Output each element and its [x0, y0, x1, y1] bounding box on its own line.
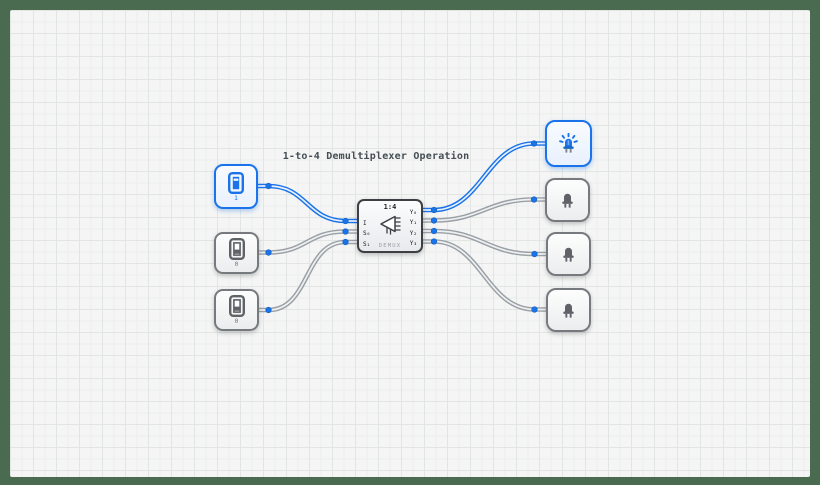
wire-output-y0-to-led1[interactable] — [419, 141, 549, 213]
led-off-icon — [562, 247, 574, 262]
port-led2-in[interactable] — [530, 196, 538, 203]
switch-value-label: 0 — [234, 259, 239, 268]
port-demux-out-y0[interactable] — [430, 206, 438, 214]
port-led4-in[interactable] — [531, 306, 538, 313]
toggle-switch-on-icon — [228, 171, 244, 194]
switch-value-label: 0 — [234, 317, 239, 325]
input-switch-1[interactable]: 1 — [214, 164, 258, 209]
led-off-icon — [562, 193, 573, 208]
port-switch3-out[interactable] — [265, 306, 272, 314]
port-led1-in[interactable] — [530, 140, 538, 147]
pin-label-s0: S₀ — [363, 230, 371, 237]
port-led3-in[interactable] — [531, 250, 538, 258]
port-demux-out-y3[interactable] — [430, 238, 438, 245]
port-demux-in-s0[interactable] — [342, 228, 349, 235]
pin-label-s1: S₁ — [363, 240, 371, 248]
input-switch-3[interactable]: 0 — [214, 289, 259, 331]
output-led-1[interactable] — [545, 120, 592, 167]
output-led-4[interactable] — [545, 287, 591, 332]
output-led-3[interactable] — [545, 232, 591, 276]
pin-label-y2: Y₂ — [409, 229, 417, 237]
switch-value-label: 1 — [234, 193, 238, 202]
demux-block[interactable]: 1:4 I S₀ S₁ Y₀ Y₁ Y₂ Y₃ DEMUX — [357, 199, 423, 253]
toggle-switch-off-icon — [228, 295, 245, 317]
pin-label-i: I — [363, 219, 367, 227]
input-switch-2[interactable]: 0 — [214, 231, 259, 274]
pin-label-y1: Y₁ — [409, 219, 417, 226]
port-switch1-out[interactable] — [265, 182, 272, 190]
led-off-icon — [562, 303, 574, 318]
wire-switch1-to-input-i[interactable] — [254, 183, 361, 224]
wire-output-y3-to-led4[interactable] — [419, 239, 550, 312]
port-demux-out-y1[interactable] — [430, 217, 438, 224]
port-switch2-out[interactable] — [265, 249, 272, 256]
demux-name-label: DEMUX — [378, 242, 402, 249]
wire-output-y1-to-led2[interactable] — [419, 197, 549, 223]
port-demux-in-s1[interactable] — [342, 238, 349, 246]
demux-symbol-icon — [380, 215, 401, 235]
wire-switch3-to-select1[interactable] — [255, 239, 361, 313]
port-demux-in-i[interactable] — [342, 217, 349, 225]
wire-output-y2-to-led3[interactable] — [419, 228, 550, 257]
pin-label-y3: Y₃ — [409, 240, 417, 247]
wire-switch2-to-select0[interactable] — [255, 229, 361, 255]
diagram-title: 1-to-4 Demultiplexer Operation — [282, 151, 470, 162]
toggle-switch-off-icon — [228, 237, 245, 260]
led-on-icon — [559, 132, 578, 153]
pin-label-y0: Y₀ — [409, 208, 417, 216]
output-led-2[interactable] — [545, 177, 590, 222]
demux-ratio-label: 1:4 — [383, 203, 397, 211]
port-demux-out-y2[interactable] — [430, 227, 438, 235]
